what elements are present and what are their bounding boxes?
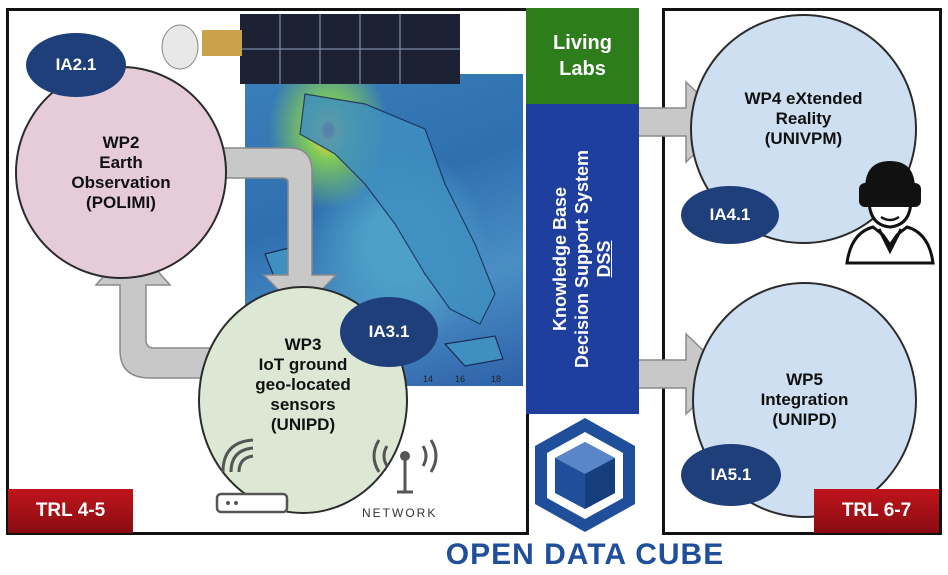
wp3-line: geo-located (255, 375, 351, 394)
wp4-line: (UNIVPM) (764, 129, 843, 148)
map-tick: 18 (491, 374, 502, 384)
living-labs-line: Labs (559, 58, 606, 80)
cube-logo-icon (535, 418, 635, 532)
ia2-1-badge: IA2.1 (26, 33, 126, 97)
living-labs-line: Living (553, 32, 612, 54)
wp5-line: Integration (760, 390, 849, 409)
satellite-icon (161, 14, 460, 84)
wp3-line: IoT ground (258, 355, 348, 374)
knowledge-base-box: Knowledge Base Decision Support System D… (526, 104, 639, 414)
wp4-line: Reality (775, 109, 832, 128)
trl-6-7-label: TRL 6-7 (814, 489, 939, 533)
wifi-router-icon (215, 438, 289, 514)
wp3-line: sensors (270, 395, 336, 414)
vr-headset-person-icon (845, 161, 935, 265)
wp2-line: Observation (71, 172, 171, 192)
wp2-line: (POLIMI) (86, 192, 156, 212)
kb-line: Knowledge Base (550, 186, 570, 332)
wp5-line: (UNIPD) (772, 410, 837, 429)
wp5-line: WP5 (786, 370, 823, 389)
dss-label: DSS (594, 240, 614, 278)
ia4-1-badge: IA4.1 (681, 186, 779, 244)
network-tower-icon (372, 439, 438, 494)
open-data-cube-label: OPEN DATA CUBE (445, 538, 725, 571)
wp2-circle: WP2 Earth Observation (POLIMI) (15, 66, 227, 279)
network-label: NETWORK (362, 506, 438, 520)
wp4-line: WP4 eXtended (744, 89, 863, 108)
wp3-line: (UNIPD) (270, 415, 336, 434)
ia5-1-badge: IA5.1 (681, 444, 781, 506)
living-labs-box: Living Labs (526, 8, 639, 104)
trl-4-5-label: TRL 4-5 (8, 489, 133, 533)
wp2-line: WP2 (102, 132, 140, 152)
kb-line: Decision Support System (572, 149, 592, 369)
map-tick: 14 (423, 374, 434, 384)
map-tick: 16 (455, 374, 466, 384)
wp3-line: WP3 (284, 335, 322, 354)
ia3-1-badge: IA3.1 (340, 297, 438, 367)
wp2-line: Earth (99, 152, 143, 172)
